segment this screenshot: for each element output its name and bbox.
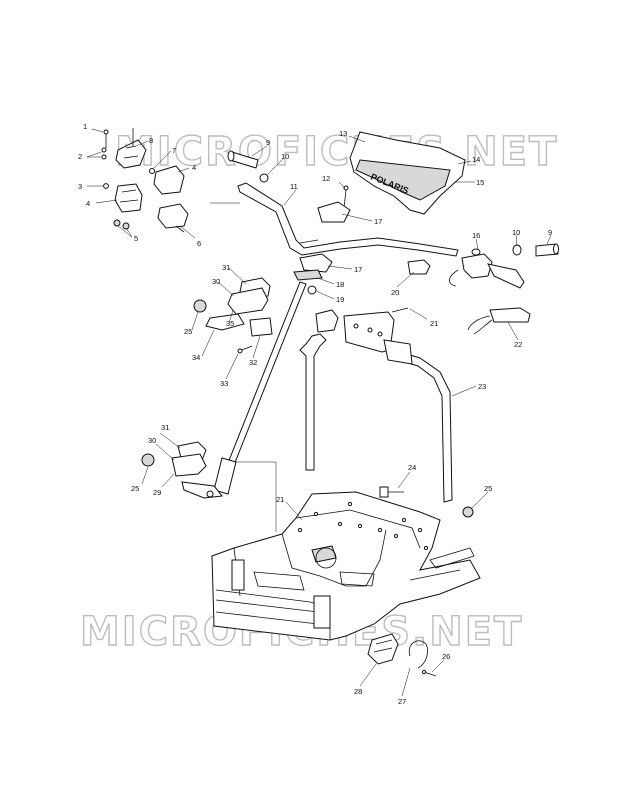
handlebar-pad: POLARIS — [348, 131, 475, 215]
callout-11: 11 — [290, 182, 298, 191]
handlebar-clamps — [293, 181, 373, 300]
callout-20: 20 — [391, 288, 399, 297]
callout-13: 13 — [339, 129, 347, 138]
callout-22: 22 — [514, 340, 522, 349]
callout-9b: 9 — [548, 228, 552, 237]
callout-31b: 31 — [161, 423, 169, 432]
callout-24: 24 — [408, 463, 416, 472]
callout-23: 23 — [478, 382, 486, 391]
callout-4b: 4 — [192, 163, 196, 172]
callout-30a: 30 — [212, 277, 220, 286]
callout-2: 2 — [78, 152, 82, 161]
callout-16: 16 — [472, 231, 480, 240]
throttle-block-assembly — [101, 128, 189, 233]
steering-hoop — [299, 307, 477, 503]
callout-19: 19 — [336, 295, 344, 304]
callout-21b: 21 — [276, 495, 284, 504]
bulkhead-frame — [211, 491, 481, 641]
callout-21a: 21 — [430, 319, 438, 328]
callout-10a: 10 — [281, 152, 289, 161]
callout-leaders-upper-left — [86, 128, 196, 239]
callout-17a: 17 — [374, 217, 382, 226]
callout-15: 15 — [476, 178, 484, 187]
steering-post — [181, 281, 307, 532]
upper-steering-support — [191, 267, 273, 380]
callout-3: 3 — [78, 182, 82, 191]
bottom-small-parts — [359, 633, 445, 697]
callout-1: 1 — [83, 122, 87, 131]
callout-7: 7 — [172, 146, 176, 155]
callout-14: 14 — [472, 155, 480, 164]
brake-lever-assembly — [396, 234, 559, 341]
callout-27: 27 — [398, 697, 406, 706]
callout-29: 29 — [153, 488, 161, 497]
watermark-top: MICROFICHES.NET — [115, 129, 558, 175]
callout-31a: 31 — [222, 263, 230, 272]
callout-32: 32 — [249, 358, 257, 367]
callout-26: 26 — [442, 652, 450, 661]
callout-5: 5 — [134, 234, 138, 243]
callout-9a: 9 — [266, 138, 270, 147]
callout-4a: 4 — [86, 199, 90, 208]
callout-10b: 10 — [512, 228, 520, 237]
callout-25c: 25 — [484, 484, 492, 493]
frame-bolts — [379, 471, 489, 518]
callout-35: 35 — [226, 319, 234, 328]
callout-8: 8 — [149, 136, 153, 145]
callout-6: 6 — [197, 239, 201, 248]
callout-33: 33 — [220, 379, 228, 388]
callout-17b: 17 — [354, 265, 362, 274]
handlebar — [210, 182, 459, 257]
callout-28: 28 — [354, 687, 362, 696]
callout-12: 12 — [322, 174, 330, 183]
callout-labels: 1 2 3 4 4 5 6 7 8 9 9 10 10 11 12 13 14 … — [78, 122, 552, 706]
lower-steering-support — [141, 432, 207, 488]
left-grip — [227, 145, 284, 183]
callout-34: 34 — [192, 353, 200, 362]
callout-25b: 25 — [131, 484, 139, 493]
callout-30b: 30 — [148, 436, 156, 445]
callout-18: 18 — [336, 280, 344, 289]
callout-25a: 25 — [184, 327, 192, 336]
